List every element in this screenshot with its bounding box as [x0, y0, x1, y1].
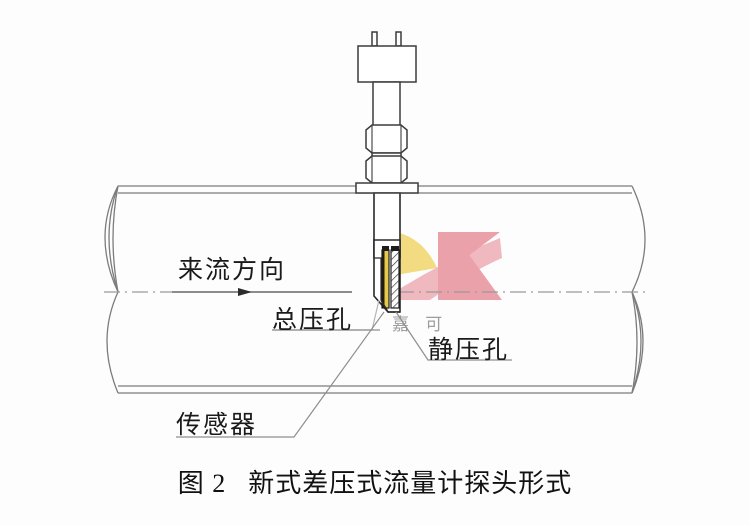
watermark-text: 嘉 可 — [392, 315, 449, 334]
pipe-centerline — [104, 288, 648, 296]
pipe-right-end — [631, 185, 646, 394]
probe-assembly — [355, 31, 419, 259]
tip-bevel — [374, 257, 382, 300]
label-sensor: 传感器 — [176, 412, 258, 439]
leader-lines — [176, 299, 512, 438]
static-pressure-port — [391, 246, 399, 251]
leader-static-pressure — [395, 311, 512, 361]
label-flow-direction: 来流方向 — [178, 257, 287, 284]
watermark-logo — [378, 230, 502, 300]
terminal-pin-left — [371, 31, 378, 47]
figure-caption: 图 2 新式差压式流量计探头形式 — [0, 463, 750, 500]
hex-nut-upper — [365, 124, 408, 154]
pipe-body — [118, 185, 632, 394]
terminal-box — [357, 45, 417, 83]
caption-title: 新式差压式流量计探头形式 — [248, 469, 573, 498]
leader-sensor — [176, 311, 385, 438]
watermark-swoosh — [382, 238, 502, 300]
pipe-left-end — [104, 185, 119, 394]
total-pressure-port — [382, 246, 389, 251]
probe-shaft-upper — [372, 81, 401, 131]
terminal-pin-right — [395, 31, 402, 47]
caption-number: 图 2 — [177, 469, 227, 498]
label-total-pressure-hole: 总压孔 — [272, 307, 354, 334]
hex-nut-lower — [365, 155, 408, 184]
mounting-flange — [355, 182, 419, 194]
label-static-pressure-hole: 静压孔 — [428, 337, 510, 364]
probe-tip — [373, 239, 401, 313]
flow-arrow — [238, 288, 252, 296]
